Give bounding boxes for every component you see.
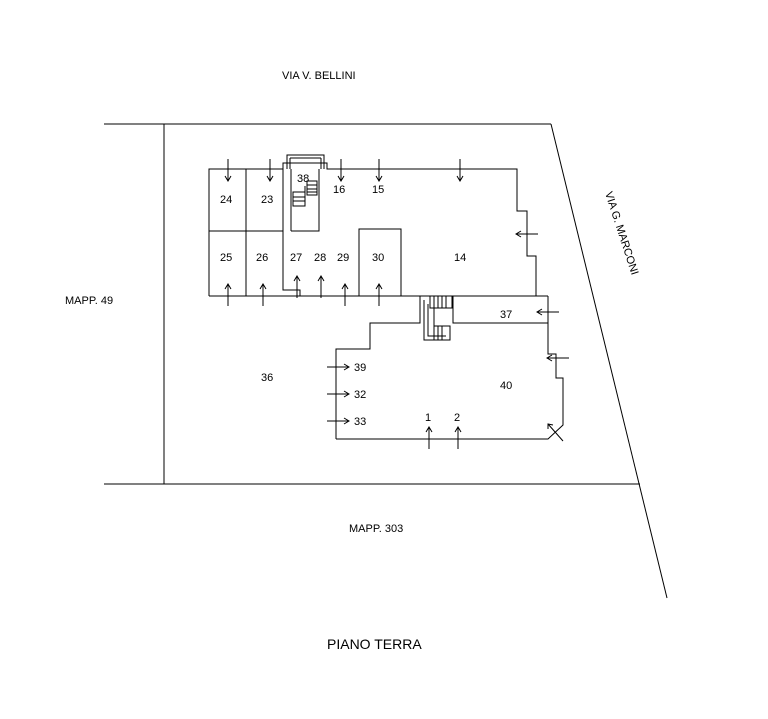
- parcel-label-left: MAPP. 49: [65, 295, 113, 307]
- building-outline: [208, 154, 564, 440]
- arrow-down-24: [224, 159, 232, 182]
- arrow-right-33: [327, 417, 350, 425]
- arrow-up-28: [317, 275, 325, 298]
- arrow-left-14: [515, 230, 538, 238]
- street-label-right: VIA G. MARCONI: [602, 190, 640, 276]
- room-29: 29: [337, 252, 349, 264]
- arrow-left-37: [536, 308, 559, 316]
- arrow-up-25: [224, 283, 232, 306]
- arrow-up-29: [341, 283, 349, 306]
- arrow-up-30: [375, 283, 383, 306]
- room-1: 1: [425, 412, 431, 424]
- room-2: 2: [454, 412, 460, 424]
- arrow-down-16: [337, 159, 345, 182]
- stair-37: [423, 295, 453, 341]
- room-30: 30: [372, 252, 384, 264]
- street-label-top: VIA V. BELLINI: [282, 70, 356, 82]
- room-32: 32: [354, 389, 366, 401]
- stair-38: [292, 180, 318, 207]
- arrow-diag-40: [547, 423, 564, 442]
- room-15: 15: [372, 184, 384, 196]
- room-26: 26: [256, 252, 268, 264]
- room-37: 37: [500, 309, 512, 321]
- arrow-right-39: [327, 363, 350, 371]
- arrow-right-32: [327, 390, 350, 398]
- arrow-down-23: [266, 159, 274, 182]
- room-25: 25: [220, 252, 232, 264]
- access-arrows: [224, 159, 569, 449]
- arrow-down-15: [375, 159, 383, 182]
- room-labels: 24 23 38 16 15 25 26 27 28 29 30 14 37 3…: [220, 173, 512, 428]
- plan-title: PIANO TERRA: [327, 636, 422, 652]
- room-36: 36: [261, 372, 273, 384]
- room-24: 24: [220, 194, 232, 206]
- room-27: 27: [290, 252, 302, 264]
- arrow-up-27: [293, 275, 301, 298]
- room-38: 38: [297, 173, 309, 185]
- room-40: 40: [500, 380, 512, 392]
- arrow-left-40: [546, 354, 569, 362]
- arrow-down-14: [456, 159, 464, 182]
- room-33: 33: [354, 416, 366, 428]
- parcel-label-bottom: MAPP. 303: [349, 523, 403, 535]
- arrow-up-26: [259, 283, 267, 306]
- room-23: 23: [261, 194, 273, 206]
- room-28: 28: [314, 252, 326, 264]
- room-14: 14: [454, 252, 466, 264]
- arrow-up-1: [425, 426, 433, 449]
- room-39: 39: [354, 362, 366, 374]
- lot-boundaries: [104, 123, 668, 599]
- arrow-up-2: [454, 426, 462, 449]
- room-16: 16: [333, 184, 345, 196]
